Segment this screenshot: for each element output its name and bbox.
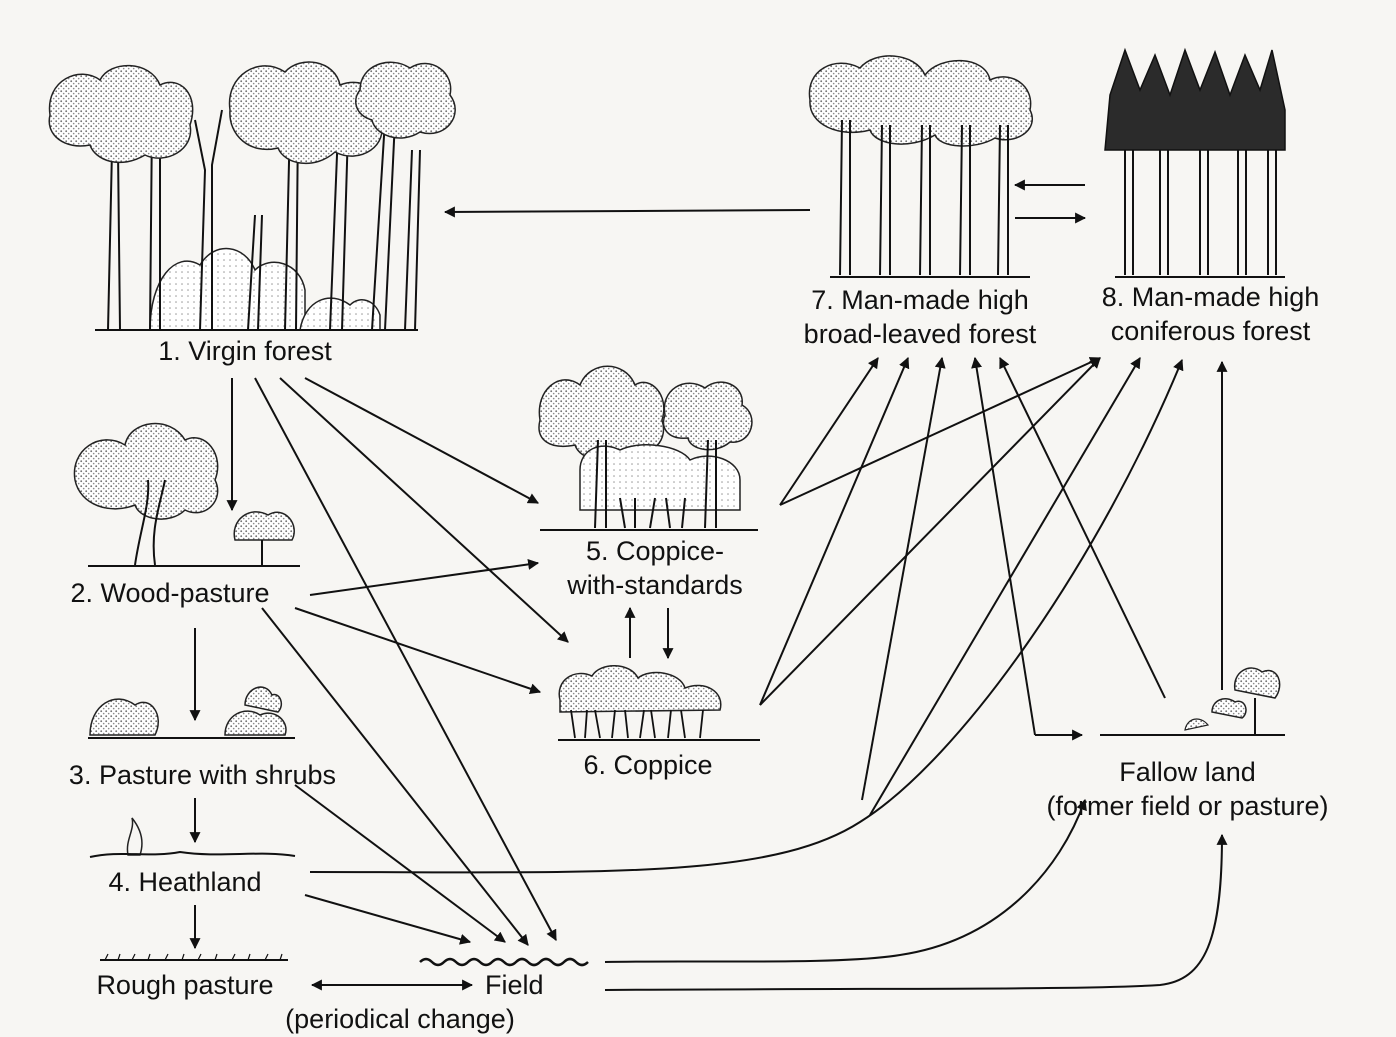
rough-pasture-illustration	[100, 954, 288, 960]
coppice-with-standards-label-line1: 5. Coppice-	[520, 534, 790, 568]
fallow-land-label-line1: Fallow land	[1010, 755, 1365, 789]
node-fallow-land: Fallow land (former field or pasture)	[1010, 755, 1365, 823]
coppice-illustration	[558, 666, 760, 740]
broadleaved-label-line1: 7. Man-made high	[775, 283, 1065, 317]
virgin-forest-label: 1. Virgin forest	[120, 334, 370, 368]
broadleaved-forest-illustration	[809, 56, 1032, 277]
coppice-with-standards-illustration	[539, 366, 758, 530]
field-note-label: (periodical change)	[230, 1002, 570, 1036]
virgin-forest-illustration	[49, 62, 455, 330]
fallow-land-label-line2: (former field or pasture)	[1010, 789, 1365, 823]
coppice-label: 6. Coppice	[548, 748, 748, 782]
coppice-with-standards-label-line2: with-standards	[520, 568, 790, 602]
node-coppice-with-standards: 5. Coppice- with-standards	[520, 534, 790, 602]
wood-pasture-label: 2. Wood-pasture	[40, 576, 300, 610]
coniferous-forest-illustration	[1105, 50, 1285, 277]
node-coniferous-forest: 8. Man-made high coniferous forest	[1068, 280, 1353, 348]
furrow-icon	[420, 959, 588, 965]
pasture-with-shrubs-label: 3. Pasture with shrubs	[30, 758, 375, 792]
field-label: Field	[230, 968, 570, 1002]
node-heathland: 4. Heathland	[70, 865, 300, 899]
node-pasture-with-shrubs: 3. Pasture with shrubs	[30, 758, 375, 792]
heathland-label: 4. Heathland	[70, 865, 300, 899]
broadleaved-label-line2: broad-leaved forest	[775, 317, 1065, 351]
node-wood-pasture: 2. Wood-pasture	[40, 576, 300, 610]
coniferous-label-line1: 8. Man-made high	[1068, 280, 1353, 314]
node-broadleaved-forest: 7. Man-made high broad-leaved forest	[775, 283, 1065, 351]
node-field: Field (periodical change)	[230, 968, 570, 1036]
node-coppice: 6. Coppice	[548, 748, 748, 782]
coniferous-label-line2: coniferous forest	[1068, 314, 1353, 348]
wood-pasture-illustration	[74, 424, 300, 566]
pasture-shrubs-illustration	[88, 687, 295, 738]
heathland-illustration	[90, 818, 295, 857]
fallow-land-illustration	[1100, 668, 1285, 735]
node-virgin-forest: 1. Virgin forest	[120, 334, 370, 368]
